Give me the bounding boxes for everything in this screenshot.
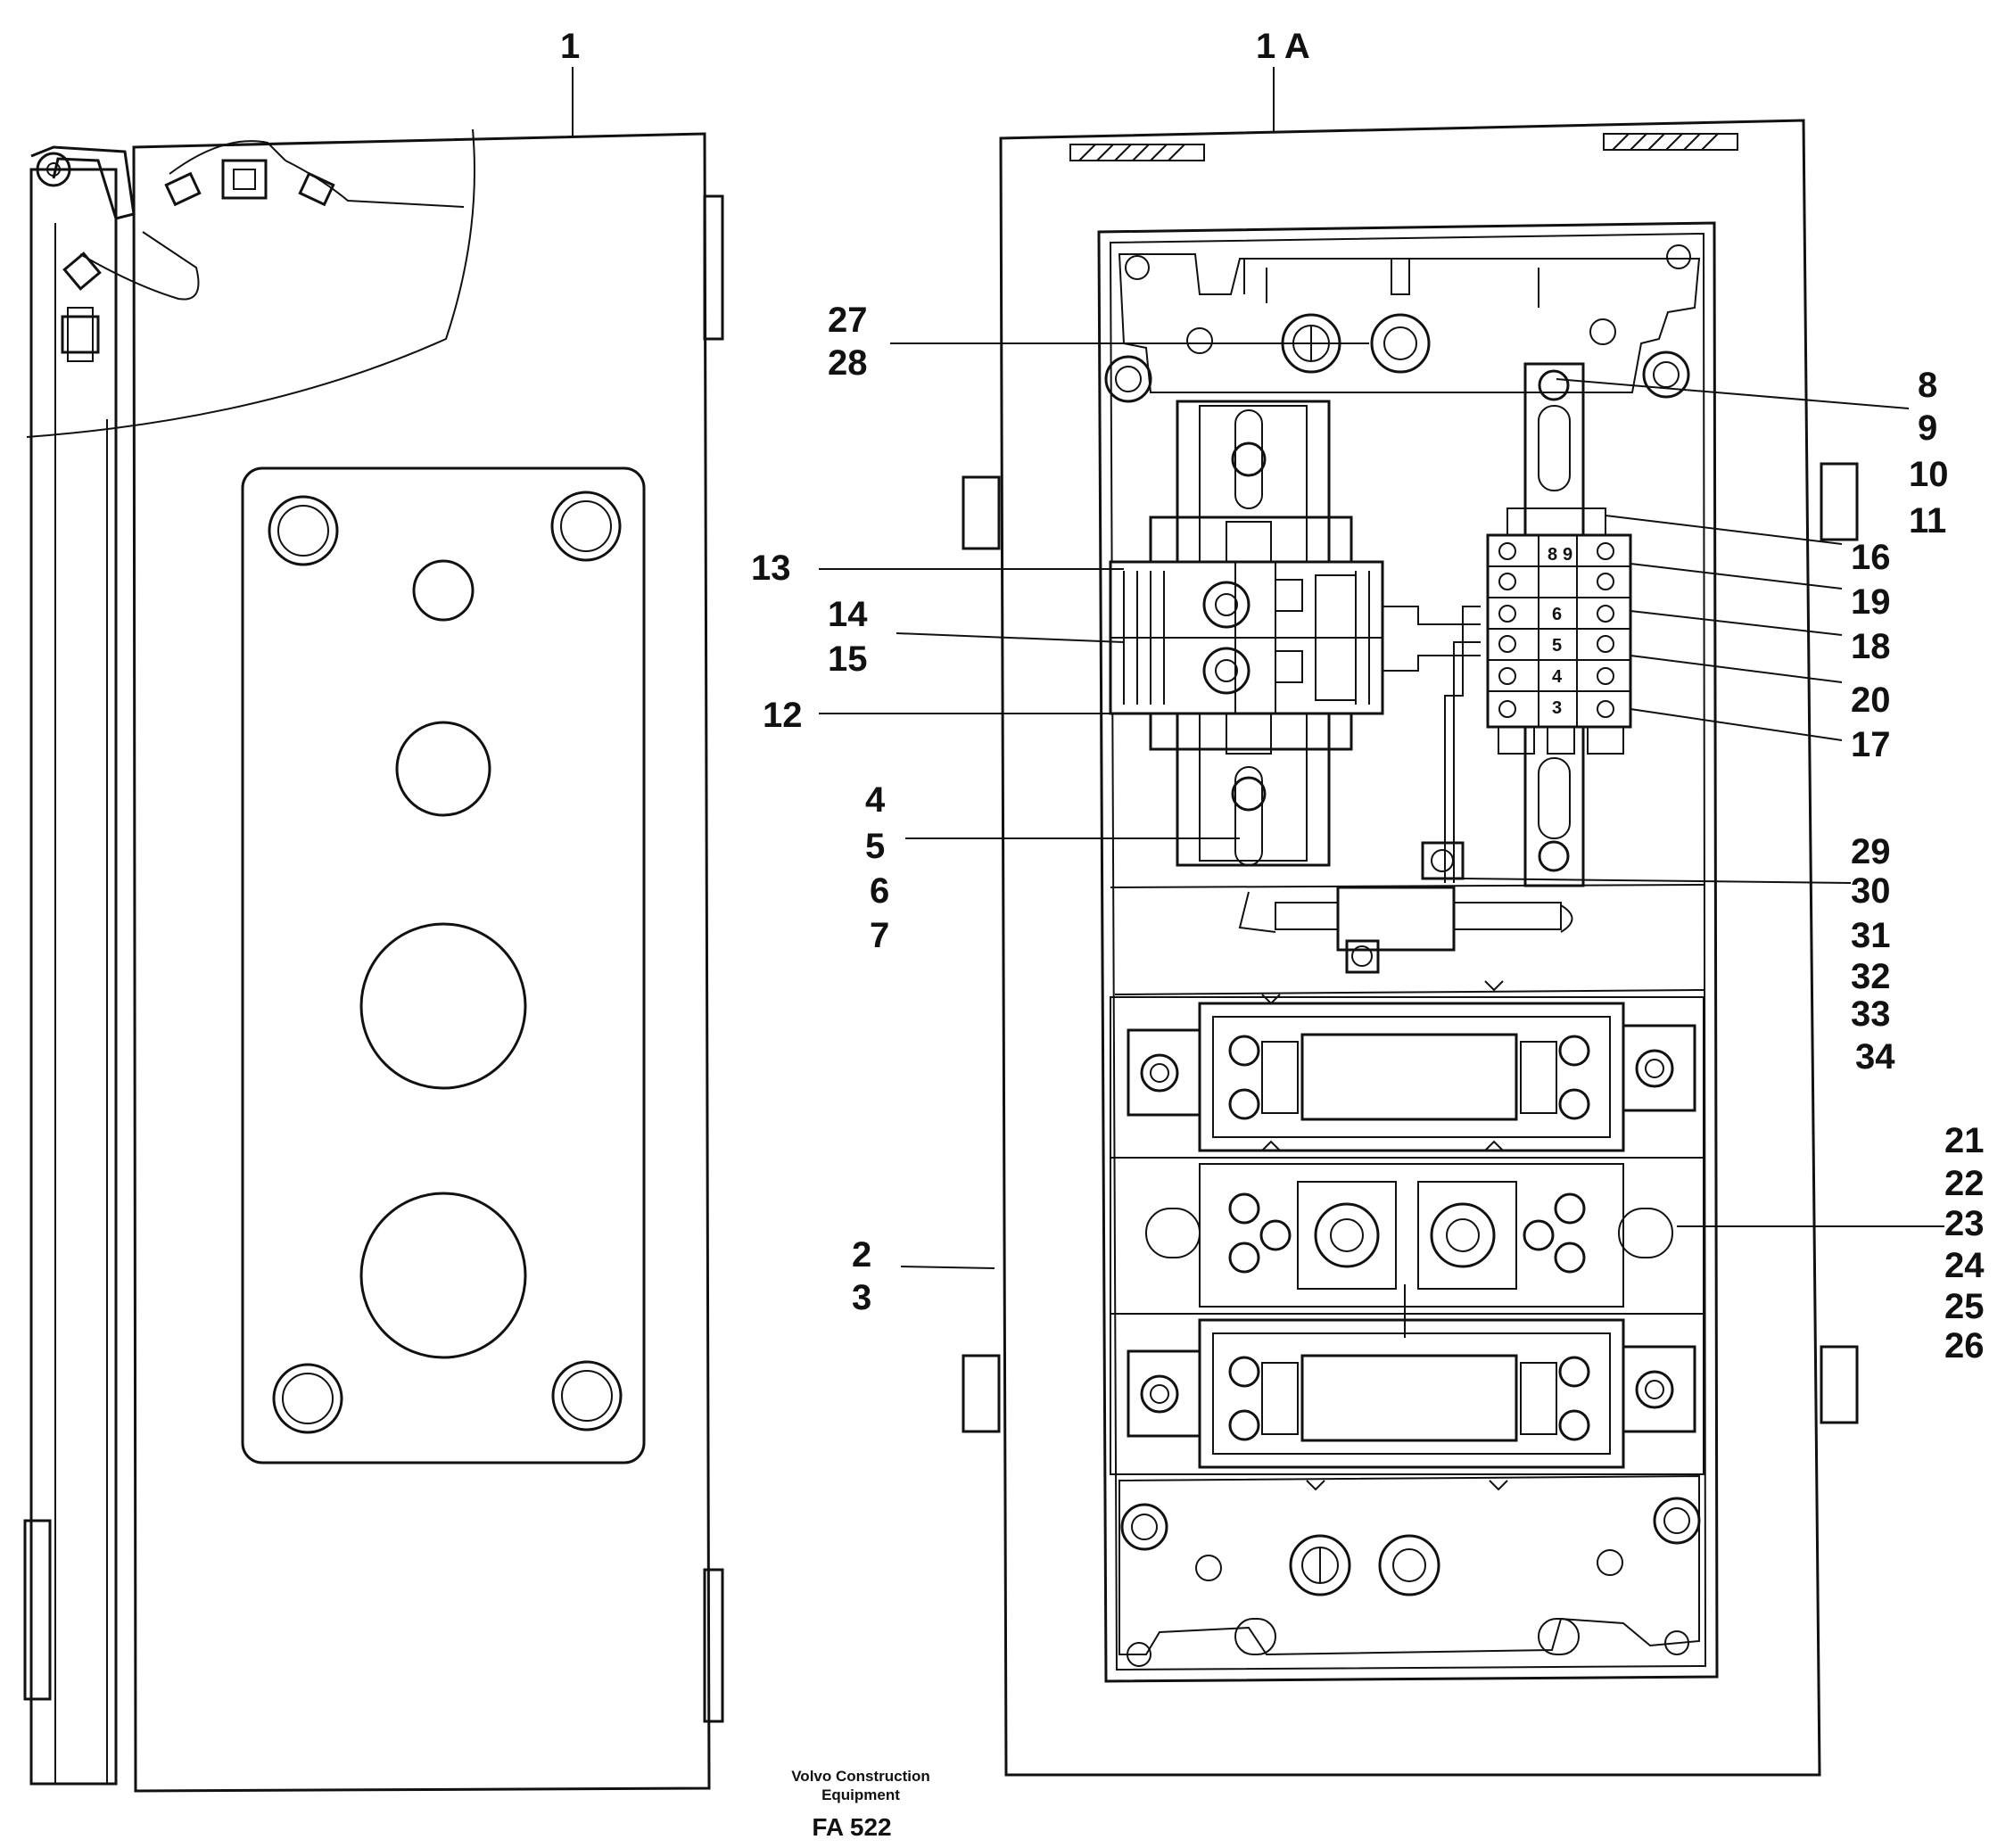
callout-17: 17 — [1851, 725, 1891, 764]
callout-21: 21 — [1944, 1121, 1985, 1160]
callout-18: 18 — [1851, 627, 1891, 666]
terminal-screws — [1498, 542, 1614, 718]
terminal-numbers: 8 9 6 5 4 3 — [1548, 545, 1572, 718]
enclosure-body-side — [132, 132, 711, 1793]
callout-16: 16 — [1851, 538, 1891, 577]
caption: Volvo Construction Equipment FA 522 — [791, 1768, 930, 1841]
callout-7: 7 — [870, 916, 889, 955]
fuse-row-top — [1110, 980, 1704, 1159]
callout-33: 33 — [1851, 994, 1891, 1034]
label-plate-left — [1069, 144, 1205, 161]
callout-22: 22 — [1944, 1164, 1985, 1203]
label-plate-right — [1603, 133, 1738, 151]
callout-29: 29 — [1851, 832, 1891, 871]
callout-2: 2 — [852, 1235, 871, 1275]
callout-3: 3 — [852, 1278, 871, 1317]
internal-wiring — [1383, 606, 1481, 883]
callout-8: 8 — [1918, 366, 1937, 405]
caption-company-line2: Equipment — [821, 1786, 900, 1803]
bottom-bracket — [1118, 1474, 1700, 1656]
callout-10: 10 — [1909, 455, 1949, 494]
cable-entry-holes — [359, 559, 527, 1359]
callout-20: 20 — [1851, 681, 1891, 720]
callout-34: 34 — [1855, 1037, 1895, 1077]
callout-leaders — [572, 67, 1944, 1269]
callout-15: 15 — [828, 639, 868, 679]
enclosure-front — [999, 119, 1821, 1777]
callout-19: 19 — [1851, 582, 1891, 622]
callout-26: 26 — [1944, 1326, 1985, 1365]
callout-11: 11 — [1909, 501, 1946, 540]
terminal-number: 5 — [1552, 636, 1562, 656]
terminal-number: 6 — [1552, 605, 1562, 624]
door-strip — [29, 168, 118, 1786]
front-view: 8 9 6 5 4 3 — [962, 119, 1859, 1777]
caption-company-line1: Volvo Construction — [791, 1768, 930, 1785]
callout-32: 32 — [1851, 957, 1891, 996]
callout-30: 30 — [1851, 871, 1891, 911]
callout-labels: 1 1 A 27 28 8 9 10 11 13 14 15 12 16 19 … — [560, 27, 1985, 1365]
mounting-plate — [1097, 221, 1719, 1683]
gland-plate-bolts — [268, 491, 623, 1434]
callout-9: 9 — [1918, 408, 1937, 448]
gland-plate — [241, 466, 646, 1464]
callout-4: 4 — [865, 780, 886, 820]
terminal-number: 4 — [1552, 667, 1563, 687]
terminal-number: 8 — [1548, 545, 1557, 565]
fuse-row-middle — [1110, 1157, 1704, 1338]
callout-31: 31 — [1851, 916, 1891, 955]
callout-13: 13 — [751, 549, 791, 588]
callout-12: 12 — [763, 696, 803, 735]
callout-28: 28 — [828, 343, 868, 383]
bottom-earth-studs — [1120, 1497, 1701, 1596]
callout-14: 14 — [828, 595, 868, 634]
view-label-side: 1 — [560, 27, 580, 66]
callout-24: 24 — [1944, 1246, 1985, 1285]
callout-23: 23 — [1944, 1204, 1985, 1243]
side-view — [23, 128, 724, 1793]
fuse-row-bottom — [1110, 1313, 1704, 1491]
top-bracket — [1118, 253, 1701, 393]
callout-25: 25 — [1944, 1287, 1985, 1326]
callout-6: 6 — [870, 871, 889, 911]
top-earth-studs — [1104, 258, 1690, 403]
callout-27: 27 — [828, 301, 868, 340]
callout-5: 5 — [865, 827, 885, 866]
caption-figure-code: FA 522 — [812, 1813, 891, 1841]
terminal-number: 9 — [1563, 545, 1572, 565]
view-label-front: 1 A — [1256, 27, 1310, 66]
terminal-number: 3 — [1552, 698, 1562, 718]
